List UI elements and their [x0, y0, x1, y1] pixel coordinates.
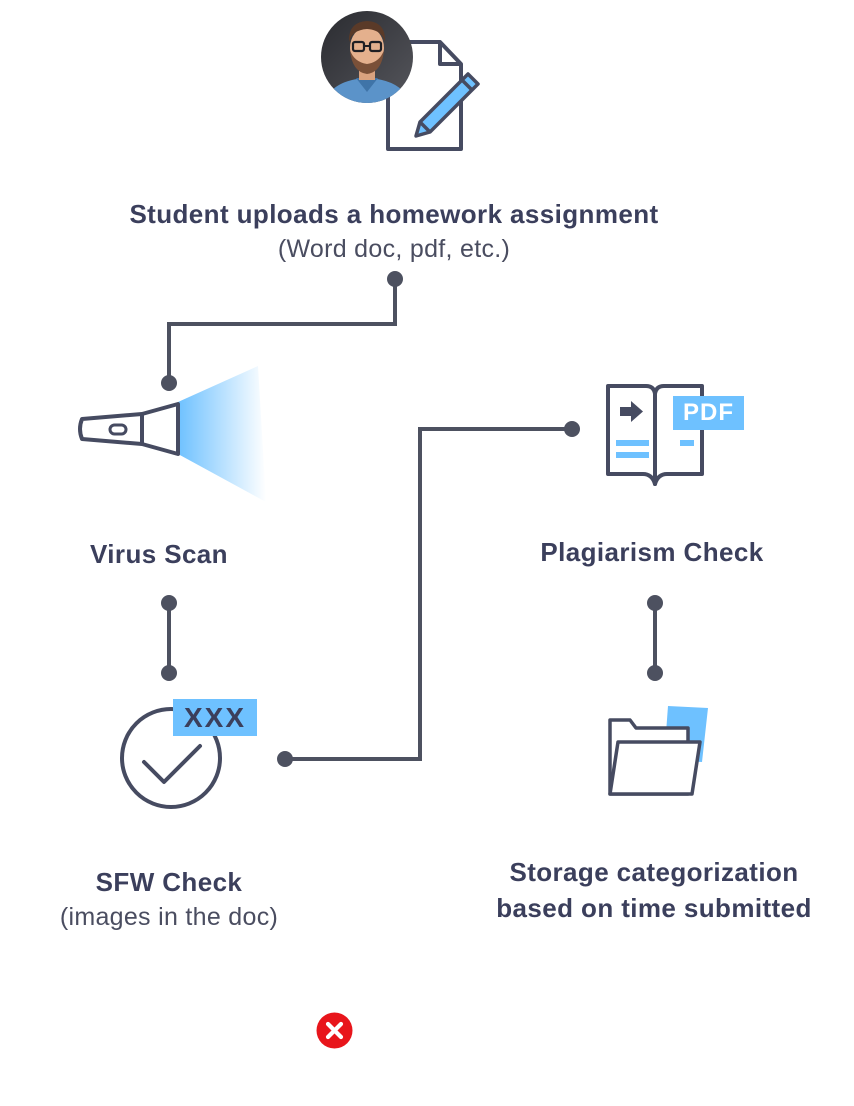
- connector-dot: [387, 271, 403, 287]
- sfw-check-subtitle: (images in the doc): [59, 903, 279, 931]
- connector-dot: [564, 421, 580, 437]
- sfw-check-title: SFW Check: [95, 867, 243, 897]
- storage-title-line1: Storage categorization: [509, 857, 799, 887]
- connector-dot: [161, 665, 177, 681]
- storage-title-line2: based on time submitted: [496, 893, 812, 923]
- error-x-icon[interactable]: [315, 1011, 355, 1051]
- virus-scan-title: Virus Scan: [90, 539, 228, 569]
- plagiarism-check-title: Plagiarism Check: [540, 537, 764, 567]
- upload-step-title: Student uploads a homework assignment: [129, 199, 659, 229]
- pdf-badge: PDF: [673, 396, 744, 430]
- upload-step-subtitle: (Word doc, pdf, etc.): [277, 235, 511, 263]
- student-document-edit-icon: [321, 11, 480, 151]
- folder-icon: [608, 706, 708, 796]
- connector-dot: [277, 751, 293, 767]
- flashlight-icon: [78, 366, 266, 502]
- xxx-badge: XXX: [173, 699, 257, 736]
- connector-dot: [161, 595, 177, 611]
- connector-dot: [647, 665, 663, 681]
- arrow-right-icon: [620, 401, 643, 422]
- connector-dot: [161, 375, 177, 391]
- connector-upload-to-virus: [167, 279, 397, 383]
- pencil-icon: [414, 72, 480, 138]
- connector-sfw-to-plagiarism: [285, 427, 572, 761]
- connector-dot: [647, 595, 663, 611]
